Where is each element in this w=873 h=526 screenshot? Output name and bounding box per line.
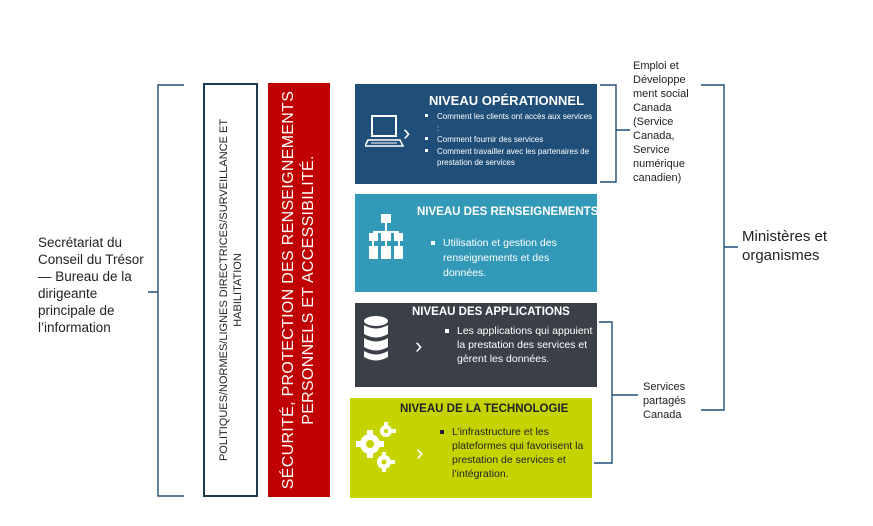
database-icon: [364, 316, 388, 361]
right-top-brace: [600, 84, 630, 183]
departments-label: Ministères et organismes: [742, 228, 828, 264]
chevron-right-icon: ›: [403, 120, 411, 145]
level-applications: › NIVEAU DES APPLICATIONS Les applicatio…: [355, 303, 597, 387]
bullet-item: Comment travailler avec les partenaires …: [423, 146, 595, 169]
level-bullets: Comment les clients ont accès aux servic…: [423, 111, 595, 169]
policy-bar-line2: HABILITATION: [231, 253, 244, 327]
bullet-item: Comment fournir des services: [423, 134, 595, 146]
policy-bar-text: POLITIQUES/NORMES/LIGNES DIRECTRICES/SUR…: [217, 119, 245, 461]
chevron-right-icon: ›: [415, 333, 423, 358]
bullet-item: L’infrastructure et les plateformes qui …: [438, 425, 588, 481]
bullet-item: Comment les clients ont accès aux servic…: [423, 111, 595, 134]
policy-bar-line1: POLITIQUES/NORMES/LIGNES DIRECTRICES/SUR…: [217, 118, 230, 462]
level-operational: › NIVEAU OPÉRATIONNEL Comment les client…: [355, 84, 597, 184]
level-title: NIVEAU DE LA TECHNOLOGIE: [400, 403, 569, 415]
security-bar-line2: PERSONNELS ET ACCESSIBILITÉ.: [300, 155, 317, 425]
level-title: NIVEAU OPÉRATIONNEL: [429, 93, 585, 108]
bullet-item: Utilisation et gestion des renseignement…: [429, 236, 589, 281]
level-bullets: Les applications qui appuient la prestat…: [443, 324, 593, 366]
left-brace: [148, 84, 184, 497]
security-bar-text: SÉCURITÉ, PROTECTION DES RENSEIGNEMENTS …: [279, 91, 319, 489]
level-bullets: L’infrastructure et les plateformes qui …: [438, 425, 588, 481]
security-bar-line1: SÉCURITÉ, PROTECTION DES RENSEIGNEMENTS: [280, 90, 297, 490]
chevron-right-icon: ›: [416, 440, 424, 465]
laptop-icon: [365, 115, 405, 147]
bullet-item: Les applications qui appuient la prestat…: [443, 324, 593, 366]
ssc-label: Services partagés Canada: [643, 381, 686, 421]
security-bar: SÉCURITÉ, PROTECTION DES RENSEIGNEMENTS …: [268, 83, 330, 497]
left-label: Secrétariat du Conseil du Trésor — Burea…: [38, 235, 144, 335]
level-technology: › NIVEAU DE LA TECHNOLOGIE L’infrastruct…: [350, 398, 592, 498]
esdc-label: Emploi et Développe ment social Canada (…: [633, 60, 689, 184]
right-bottom-brace: [594, 321, 638, 464]
gears-icon: [356, 422, 396, 472]
level-information: NIVEAU DES RENSEIGNEMENTS Utilisation et…: [355, 194, 599, 292]
policy-bar: POLITIQUES/NORMES/LIGNES DIRECTRICES/SUR…: [203, 83, 258, 497]
level-title: NIVEAU DES APPLICATIONS: [412, 306, 570, 318]
hierarchy-icon: [369, 214, 403, 259]
level-title: NIVEAU DES RENSEIGNEMENTS: [417, 206, 599, 218]
level-bullets: Utilisation et gestion des renseignement…: [429, 236, 589, 281]
right-outer-brace: [701, 84, 738, 411]
